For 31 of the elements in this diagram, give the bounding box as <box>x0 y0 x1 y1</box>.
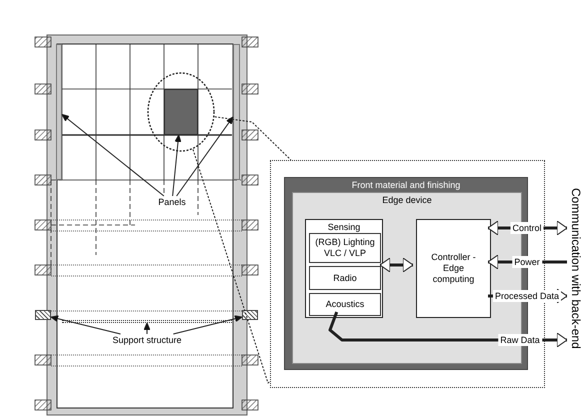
edge-label: Control <box>510 222 544 234</box>
panel-strip <box>233 44 240 180</box>
support-bracket <box>242 310 258 320</box>
acoustics-module: Acoustics <box>309 293 381 316</box>
zoom-line <box>192 148 270 384</box>
side-label: Communication with back-end <box>567 158 585 378</box>
support-beam <box>62 320 232 323</box>
callout-label: Support structure <box>106 334 188 347</box>
highlighted-panel <box>164 89 198 135</box>
radio-module: Radio <box>309 266 381 290</box>
sensing-module <box>305 219 383 318</box>
heading: Sensing <box>326 222 362 233</box>
block-arrow <box>380 258 414 272</box>
callout-label: Panels <box>148 196 196 209</box>
panel-strip <box>56 44 62 180</box>
leader-line <box>50 315 121 334</box>
leader-line <box>172 134 182 196</box>
edge-label: Power <box>512 256 542 268</box>
controller-box: Controller - Edge computing <box>416 219 491 318</box>
edge-label: Raw Data <box>498 334 542 346</box>
edge-label: Processed Data <box>492 290 562 302</box>
leader-line <box>144 322 150 334</box>
heading: Front material and finishing <box>350 180 462 191</box>
leader-line <box>172 315 242 334</box>
support-bracket <box>35 310 51 320</box>
zoom-line <box>214 116 292 160</box>
zoom-circle <box>147 72 215 152</box>
heading: Edge device <box>381 195 433 206</box>
lighting-module: (RGB) Lighting VLC / VLP <box>309 233 381 263</box>
leader-line <box>176 116 234 196</box>
leader-line <box>62 114 164 196</box>
